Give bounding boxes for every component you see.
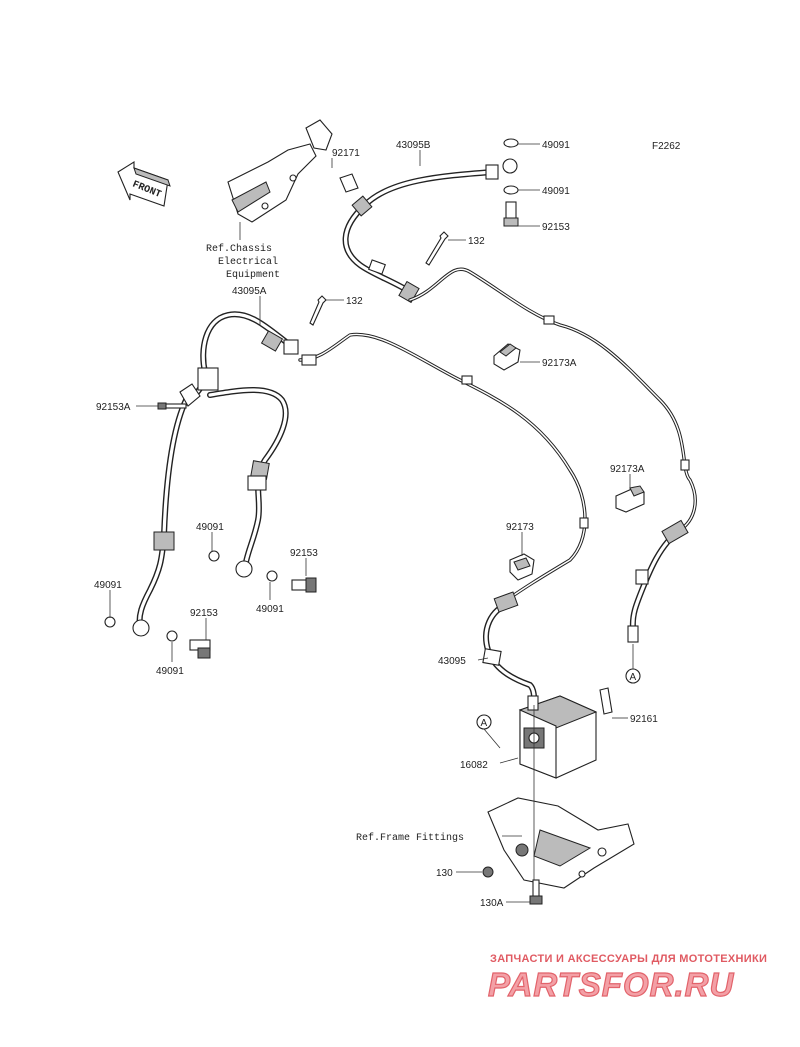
callout-132-b: 132: [346, 296, 363, 307]
clamp-92173: [509, 553, 535, 581]
brake-hose-43095: [482, 591, 538, 708]
figure-code: F2262: [652, 141, 681, 152]
brake-pipe-upper: [408, 267, 697, 532]
bolt-92153A: [157, 402, 187, 410]
svg-text:A: A: [630, 672, 637, 683]
bolt-130: [482, 866, 494, 878]
callout-92153-a: 92153: [542, 222, 570, 233]
abs-hydraulic-unit: [518, 687, 613, 779]
bolt-132-mid: [309, 295, 327, 326]
callout-49091-c: 49091: [196, 522, 224, 533]
callout-92161: 92161: [630, 714, 658, 725]
callout-43095B: 43095B: [396, 140, 431, 151]
callout-92173A-a: 92173A: [542, 358, 577, 369]
callout-92173: 92173: [506, 522, 534, 533]
bolt-132-top: [425, 231, 449, 266]
brake-hose-43095B: [342, 164, 499, 304]
callout-49091-d: 49091: [256, 604, 284, 615]
callout-43095: 43095: [438, 656, 466, 667]
callout-132-a: 132: [468, 236, 485, 247]
callout-49091-a: 49091: [542, 140, 570, 151]
brake-hose-right-front: [207, 387, 289, 578]
leader-lines: [109, 143, 631, 903]
callout-49091-f: 49091: [156, 666, 184, 677]
ref-chassis-line3: Equipment: [226, 269, 280, 281]
callout-92153-b: 92153: [290, 548, 318, 559]
callout-labels: 43095B 49091 49091 92153 92171 132 43095…: [94, 140, 658, 909]
svg-text:A: A: [481, 718, 488, 729]
callout-16082: 16082: [460, 760, 488, 771]
callout-130A: 130A: [480, 898, 504, 909]
callout-43095A: 43095A: [232, 286, 267, 297]
brake-pipe-lower: [298, 332, 589, 607]
brake-hose-43095A: [187, 311, 299, 403]
watermark-brand: PARTSFOR.RU: [488, 966, 734, 1003]
clamp-92173A-upper: [493, 343, 521, 371]
brake-hose-rear: [627, 519, 689, 643]
ref-marker-a-abs: A: [476, 714, 501, 749]
watermark-logo: ЗАПЧАСТИ И АКСЕССУАРЫ ДЛЯ МОТОТЕХНИКИ PA…: [487, 953, 767, 1004]
callout-130: 130: [436, 868, 453, 879]
ref-frame-fittings: Ref.Frame Fittings: [356, 832, 464, 844]
frame-bracket: [487, 797, 635, 889]
callout-49091-e: 49091: [94, 580, 122, 591]
callout-92173A-b: 92173A: [610, 464, 645, 475]
banjo-fitting-top: [502, 138, 519, 227]
bolt-130A: [529, 879, 543, 905]
callout-92153A: 92153A: [96, 402, 131, 413]
callout-92153-c: 92153: [190, 608, 218, 619]
callout-49091-b: 49091: [542, 186, 570, 197]
ref-marker-a-hose: A: [625, 644, 641, 684]
ref-chassis-line2: Electrical: [218, 256, 278, 268]
ref-chassis-line1: Ref.Chassis: [206, 243, 272, 255]
watermark-tagline: ЗАПЧАСТИ И АКСЕССУАРЫ ДЛЯ МОТОТЕХНИКИ: [490, 953, 767, 965]
chassis-bracket: [227, 119, 359, 223]
callout-92171: 92171: [332, 148, 360, 159]
clamp-92173A-lower: [615, 485, 645, 513]
brake-hose-left-front: [132, 383, 201, 637]
reference-notes: Ref.Chassis Electrical Equipment Ref.Fra…: [206, 222, 464, 844]
front-arrow-icon: FRONT: [117, 161, 171, 207]
left-washers-bolts: [104, 550, 317, 659]
